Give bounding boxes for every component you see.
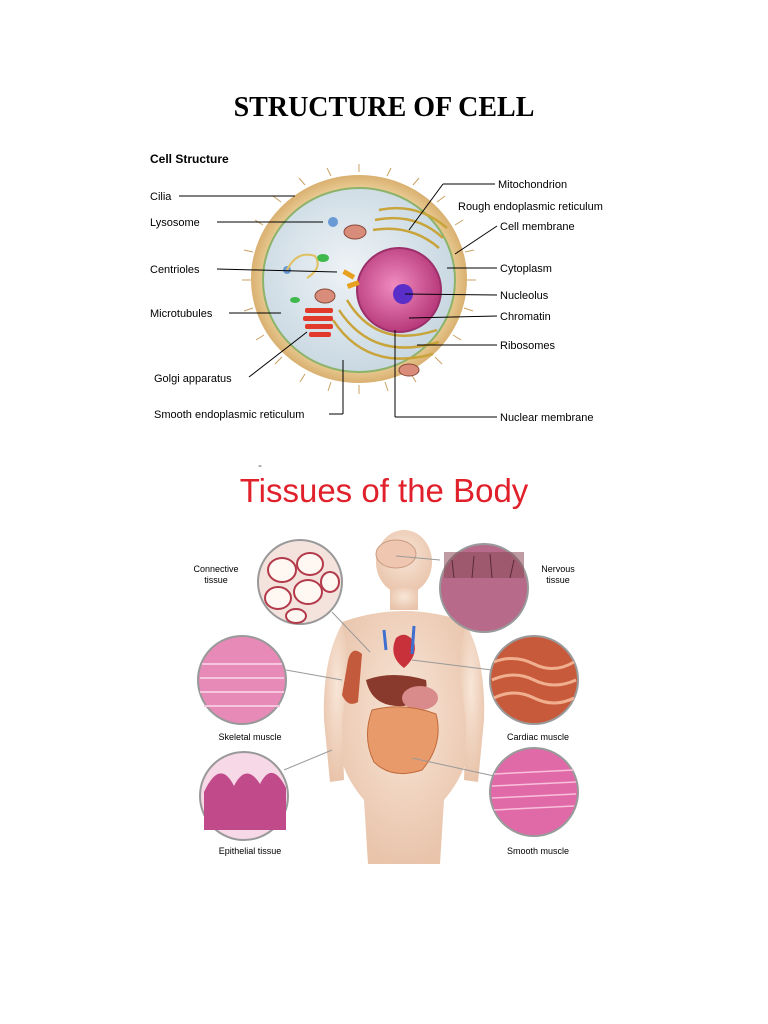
smooth-muscle-circle	[489, 747, 579, 837]
cell-structure-diagram: Cell Structure	[147, 150, 619, 432]
label-nuclear-membrane: Nuclear membrane	[500, 412, 594, 424]
label-microtubules: Microtubules	[150, 308, 213, 320]
centrioles	[342, 269, 360, 289]
label-smooth-er: Smooth endoplasmic reticulum	[154, 409, 304, 421]
blood-vessels	[382, 625, 416, 655]
label-chromatin: Chromatin	[500, 311, 551, 323]
page-title: STRUCTURE OF CELL	[233, 92, 535, 123]
cell-heading: Cell Structure	[150, 152, 229, 166]
label-cardiac-muscle: Cardiac muscle	[507, 732, 569, 742]
label-mitochondrion: Mitochondrion	[498, 179, 567, 191]
stomach	[402, 686, 438, 710]
tissues-diagram: Connective tissue Nervous tissue Skeleta…	[182, 530, 594, 864]
label-cell-membrane: Cell membrane	[500, 221, 575, 233]
label-nervous-2: tissue	[546, 575, 570, 585]
mitochondrion-a	[343, 224, 367, 240]
vesicle-green-b	[290, 297, 300, 303]
mitochondrion-c	[398, 363, 420, 377]
brain	[375, 539, 417, 569]
nervous-tissue-circle	[439, 543, 529, 633]
separator-dash: -	[258, 458, 262, 472]
tissues-svg: Connective tissue Nervous tissue Skeleta…	[193, 530, 579, 864]
label-centrioles: Centrioles	[150, 264, 200, 276]
label-cytoplasm: Cytoplasm	[500, 263, 552, 275]
label-lysosome: Lysosome	[150, 217, 200, 229]
connective-tissue-circle	[257, 539, 343, 625]
vesicle-green	[317, 254, 329, 262]
intestines	[367, 706, 439, 775]
label-smooth-muscle: Smooth muscle	[507, 846, 569, 856]
golgi-apparatus	[303, 308, 333, 337]
cell-structure-svg: Cell Structure	[150, 152, 603, 424]
nucleolus	[393, 284, 413, 304]
leader-lines	[179, 183, 498, 418]
mitochondrion-b	[314, 288, 336, 304]
label-ribosomes: Ribosomes	[500, 340, 556, 352]
label-nervous-1: Nervous	[541, 564, 575, 574]
arm-muscle	[342, 650, 362, 704]
label-epithelial-tissue: Epithelial tissue	[219, 846, 282, 856]
tissues-title: Tissues of the Body	[239, 472, 529, 509]
lysosome-a	[328, 217, 338, 227]
cardiac-muscle-circle	[489, 635, 579, 725]
label-cilia: Cilia	[150, 191, 172, 203]
label-golgi: Golgi apparatus	[154, 373, 232, 385]
label-rough-er: Rough endoplasmic reticulum	[458, 201, 603, 213]
heart	[393, 634, 415, 668]
label-nucleolus: Nucleolus	[500, 290, 549, 302]
label-skeletal-muscle: Skeletal muscle	[218, 732, 281, 742]
label-connective-1: Connective	[193, 564, 238, 574]
cell-illustration	[242, 164, 476, 394]
cilia-hairs	[242, 164, 476, 394]
epithelial-tissue-circle	[199, 751, 289, 841]
label-connective-2: tissue	[204, 575, 228, 585]
smooth-er	[286, 253, 319, 279]
skeletal-muscle-circle	[197, 635, 287, 725]
tissue-connectors	[283, 555, 495, 777]
